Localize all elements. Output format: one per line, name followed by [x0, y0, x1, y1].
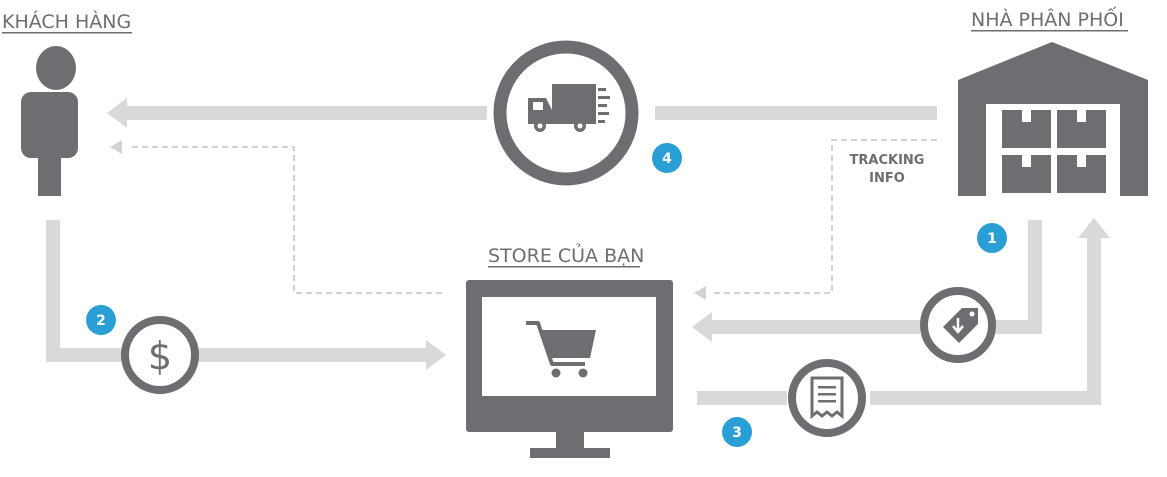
tag-node [920, 287, 996, 363]
order-line-left [697, 391, 787, 405]
tracking-label-line1: TRACKING [850, 153, 925, 168]
distributor-title-underline [971, 30, 1128, 32]
step-badge-3: 3 [722, 417, 752, 447]
payment-line-right [196, 348, 428, 362]
shopping-cart-icon [526, 321, 596, 378]
tracking-arrow-to-customer [110, 140, 122, 154]
customer-title-underline [2, 32, 132, 34]
tracking-line-store [128, 146, 442, 294]
receipt-icon [810, 376, 844, 420]
step-badge-2: 2 [86, 305, 116, 335]
store-title: STORE CỦA BẠN [488, 242, 644, 267]
truck-circle [493, 40, 639, 186]
product-line-vertical [1028, 220, 1042, 334]
payment-node: $ [121, 316, 199, 394]
monitor-icon [466, 280, 673, 458]
tracking-info-label: TRACKING INFO [850, 153, 925, 186]
person-icon [21, 46, 78, 196]
connectors [46, 98, 1110, 405]
shipping-node [493, 40, 639, 186]
customer-title: KHÁCH HÀNG [2, 10, 131, 33]
tracking-arrow-to-store [694, 286, 706, 300]
step-number-3: 3 [732, 425, 742, 441]
step-number-2: 2 [96, 313, 106, 329]
tracking-label-line2: INFO [869, 171, 905, 186]
price-tag-icon [943, 308, 978, 343]
customer-node: KHÁCH HÀNG [2, 10, 132, 196]
flow-line-top-left [125, 106, 487, 120]
dollar-icon: $ [148, 334, 172, 378]
receipt-circle [788, 359, 866, 437]
warehouse-icon [958, 42, 1148, 196]
arrow-to-distributor [1078, 218, 1110, 238]
arrow-from-tag-to-store [692, 312, 712, 342]
step-number-4: 4 [662, 151, 672, 167]
tracking-line-distributor [712, 139, 937, 294]
distributor-title: NHÀ PHÂN PHỐI [971, 5, 1124, 31]
step-badge-1: 1 [977, 223, 1007, 253]
payment-line-left [46, 348, 124, 362]
receipt-node [788, 359, 866, 437]
store-node: STORE CỦA BẠN [466, 242, 673, 458]
arrow-to-store [426, 340, 446, 370]
distributor-node: NHÀ PHÂN PHỐI [958, 5, 1148, 196]
store-title-underline [488, 266, 640, 268]
product-line-left [710, 320, 920, 334]
flow-line-top-right [655, 106, 937, 120]
payment-line-vertical [46, 220, 60, 362]
payment-circle [121, 316, 199, 394]
truck-icon [528, 84, 610, 132]
tag-circle [920, 287, 996, 363]
step-number-1: 1 [987, 231, 997, 247]
order-line-vertical [1087, 236, 1101, 405]
step-badge-4: 4 [652, 143, 682, 173]
arrow-to-customer [107, 98, 127, 128]
order-line-right [870, 391, 1101, 405]
product-line-right [990, 320, 1042, 334]
